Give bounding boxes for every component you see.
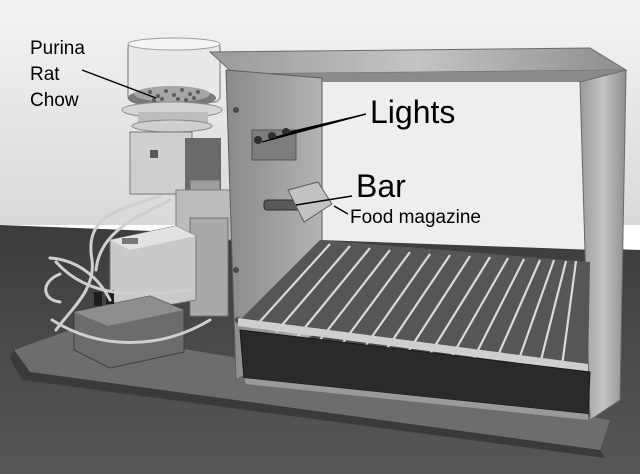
food-magazine-label: Food magazine xyxy=(350,207,481,228)
grid-floor-rods xyxy=(253,243,578,367)
electrical-box xyxy=(73,290,185,369)
wires xyxy=(44,194,212,344)
chamber-lid xyxy=(208,47,628,75)
feeder-mechanism xyxy=(129,131,233,317)
chow-label-line-2: Rat xyxy=(30,64,60,85)
chamber-interior xyxy=(320,82,596,250)
annotation-lines xyxy=(81,69,367,215)
lights-label: Lights xyxy=(370,94,456,130)
bar-label: Bar xyxy=(356,168,406,204)
purina-rat-chow-label: Purina Rat Chow xyxy=(30,36,85,114)
chow-label-line-3: Chow xyxy=(30,90,79,111)
chow-label-line-1: Purina xyxy=(30,38,85,59)
chow-hopper xyxy=(121,37,223,133)
food-magazine xyxy=(287,181,333,223)
